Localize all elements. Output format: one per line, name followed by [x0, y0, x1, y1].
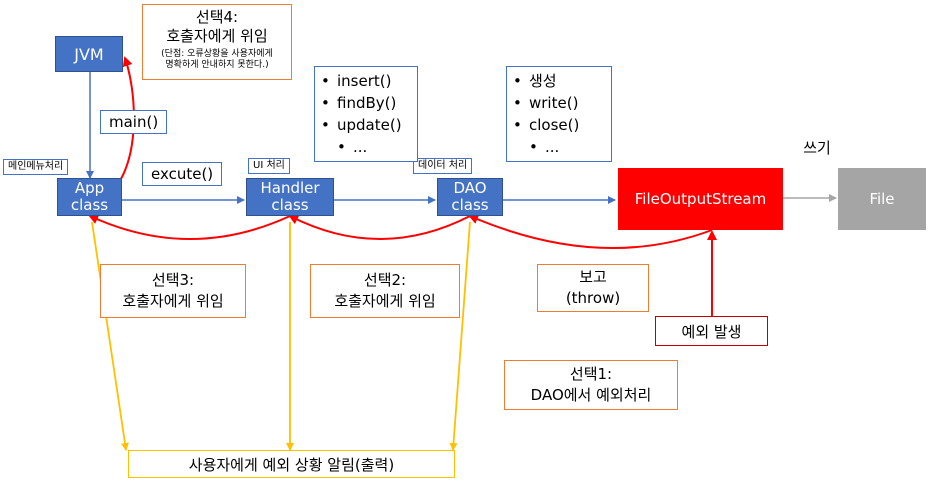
choice4-subtitle: 호출자에게 위임 [166, 27, 268, 45]
arrow-handler-to-app [88, 214, 291, 240]
stream-method-item: close() [513, 114, 605, 136]
handler-method-item: insert() [321, 70, 411, 92]
exception-occurred-label: 예외 발생 [655, 316, 768, 346]
choice2-title: 선택2: [363, 271, 407, 289]
choice4-caveat-line2: 명확하게 안내하지 못한다.) [165, 60, 269, 70]
file-output-stream-node: FileOutputStream [618, 168, 783, 230]
dao-class-node: DAO class [437, 178, 503, 216]
jvm-label: JVM [74, 44, 104, 64]
choice4-title: 선택4: [195, 8, 239, 26]
main-method-label: main() [100, 110, 168, 134]
handler-methods-list: insert() findBy() update() ... [314, 66, 418, 162]
dao-role-text: 데이터 처리 [418, 160, 468, 171]
write-label-text: 쓰기 [803, 138, 831, 157]
excute-method-text: excute() [151, 165, 214, 183]
choice3-title: 선택3: [151, 271, 195, 289]
app-class-line2: class [70, 196, 109, 214]
stream-method-item: write() [513, 92, 605, 114]
stream-method-item: 생성 [513, 70, 605, 92]
app-role-tag: 메인메뉴처리 [3, 159, 69, 175]
user-notification-text: 사용자에게 예외 상황 알림(출력) [188, 455, 395, 474]
main-method-text: main() [109, 113, 159, 131]
handler-role-text: UI 처리 [253, 160, 285, 171]
file-output-stream-label: FileOutputStream [634, 190, 767, 208]
write-label: 쓰기 [797, 134, 837, 160]
handler-method-more: ... [321, 136, 411, 158]
handler-method-item: findBy() [321, 92, 411, 114]
choice1-note: 선택1: DAO에서 예외처리 [504, 360, 678, 410]
exception-occurred-text: 예외 발생 [681, 322, 742, 341]
choice2-subtitle: 호출자에게 위임 [334, 292, 436, 310]
dao-class-line1: DAO [453, 179, 487, 197]
choice1-title: 선택1: [569, 365, 613, 383]
stream-methods-list: 생성 write() close() ... [506, 66, 612, 162]
dao-class-line2: class [451, 196, 489, 214]
arrow-dao-to-notice [449, 221, 471, 451]
arrow-fos-to-dao [468, 214, 713, 249]
dao-role-tag: 데이터 처리 [413, 158, 473, 174]
app-role-text: 메인메뉴처리 [8, 161, 64, 172]
file-node: File [838, 168, 926, 230]
report-note: 보고 (throw) [537, 264, 649, 312]
excute-method-label: excute() [142, 162, 223, 186]
arrow-app-to-notice [91, 221, 129, 451]
app-class-node: App class [57, 178, 122, 216]
choice2-note: 선택2: 호출자에게 위임 [310, 264, 460, 318]
stream-method-more: ... [513, 136, 605, 158]
handler-method-item: update() [321, 114, 411, 136]
handler-role-tag: UI 처리 [248, 158, 290, 174]
report-title: 보고 [579, 268, 607, 286]
choice3-subtitle: 호출자에게 위임 [122, 292, 224, 310]
file-label: File [869, 190, 895, 208]
handler-class-line1: Handler [260, 179, 320, 197]
choice1-subtitle: DAO에서 예외처리 [530, 386, 652, 404]
choice3-note: 선택3: 호출자에게 위임 [100, 264, 246, 318]
handler-class-node: Handler class [246, 178, 334, 216]
user-notification-box: 사용자에게 예외 상황 알림(출력) [128, 450, 455, 478]
choice4-note: 선택4: 호출자에게 위임 (단점: 오류상황을 사용자에게 명확하게 안내하지… [142, 4, 292, 80]
app-class-line1: App [74, 179, 105, 197]
choice4-caveat-line1: (단점: 오류상황을 사용자에게 [161, 49, 273, 59]
handler-class-line2: class [271, 196, 309, 214]
arrow-dao-to-handler [288, 215, 471, 240]
jvm-node: JVM [55, 36, 123, 72]
report-subtitle: (throw) [565, 289, 621, 307]
